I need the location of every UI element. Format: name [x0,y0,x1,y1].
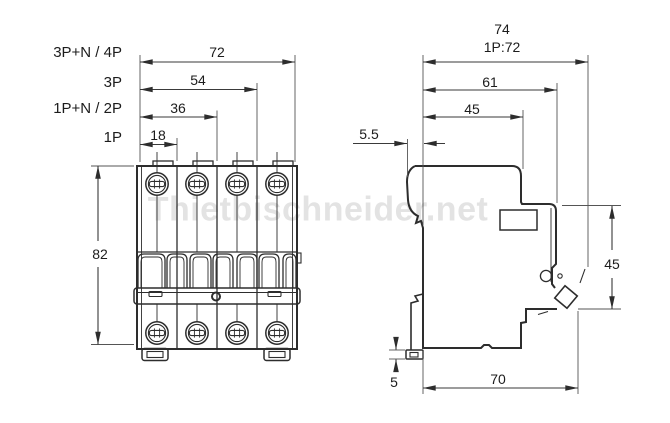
dim-protrusion-5-5: 5.5 [359,126,379,142]
dim-height-82: 82 [92,246,108,262]
dim-depth-1p-72: 1P:72 [483,39,521,55]
din-hook [410,293,424,350]
dim-rear-height-45: 45 [604,256,620,272]
watermark: Thietbischneider.net [147,190,489,229]
label-holder [499,209,538,231]
dim-depth-45: 45 [464,101,480,117]
config-label-4p: 3P+N / 4P [53,44,122,61]
dim-width-72: 72 [209,44,225,60]
bar-pivot-hole [211,291,221,302]
dim-width-18: 18 [150,127,166,143]
din-rail-clip [553,284,579,310]
config-label-2p: 1P+N / 2P [53,100,122,117]
dim-base-70: 70 [490,371,506,387]
dim-width-54: 54 [190,72,206,88]
front-view-dimensions [91,55,296,345]
dim-depth-61: 61 [482,74,498,90]
side-view-dimensions [353,55,621,394]
dim-width-36: 36 [170,99,186,116]
config-label-1p: 1P [103,128,122,146]
dim-depth-74: 74 [494,21,510,37]
dim-hook-5: 5 [390,374,398,390]
front-view-drawing [133,152,302,362]
side-hole [539,269,553,283]
config-label-3p: 3P [103,73,122,91]
side-view-drawing [405,165,586,360]
